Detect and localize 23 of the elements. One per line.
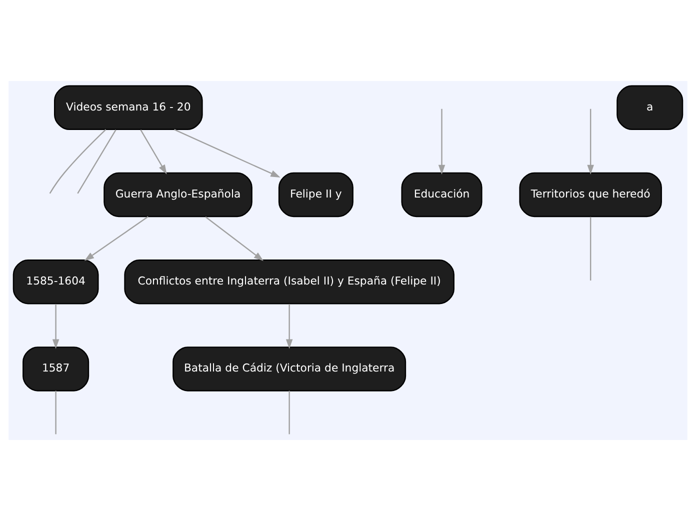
connector	[288, 390, 290, 434]
node-box: Batalla de Cádiz (Victoria de Inglaterra	[172, 346, 406, 391]
arrow	[140, 128, 167, 174]
connector	[590, 216, 592, 280]
node-box: Videos semana 16 - 20	[54, 84, 203, 130]
connector	[49, 128, 106, 194]
node-box: 1585-1604	[12, 258, 99, 304]
arrow	[174, 128, 280, 177]
arrow	[587, 108, 594, 174]
connector	[77, 128, 116, 194]
node-box: 1587	[22, 346, 90, 391]
arrow	[84, 216, 148, 260]
arrow	[438, 108, 446, 174]
node-box: Conflictos entre Inglaterra (Isabel II) y España (Felipe II)	[124, 258, 454, 304]
connector	[55, 390, 56, 434]
arrow	[286, 303, 293, 348]
node-box: a	[616, 84, 684, 130]
arrow	[205, 216, 264, 261]
node-box: Educación	[401, 172, 482, 217]
node-box: Felipe II y	[278, 172, 354, 217]
node-box: Guerra Anglo-Española	[104, 172, 252, 217]
node-box: Territorios que heredó	[519, 172, 662, 217]
arrow	[52, 303, 60, 348]
